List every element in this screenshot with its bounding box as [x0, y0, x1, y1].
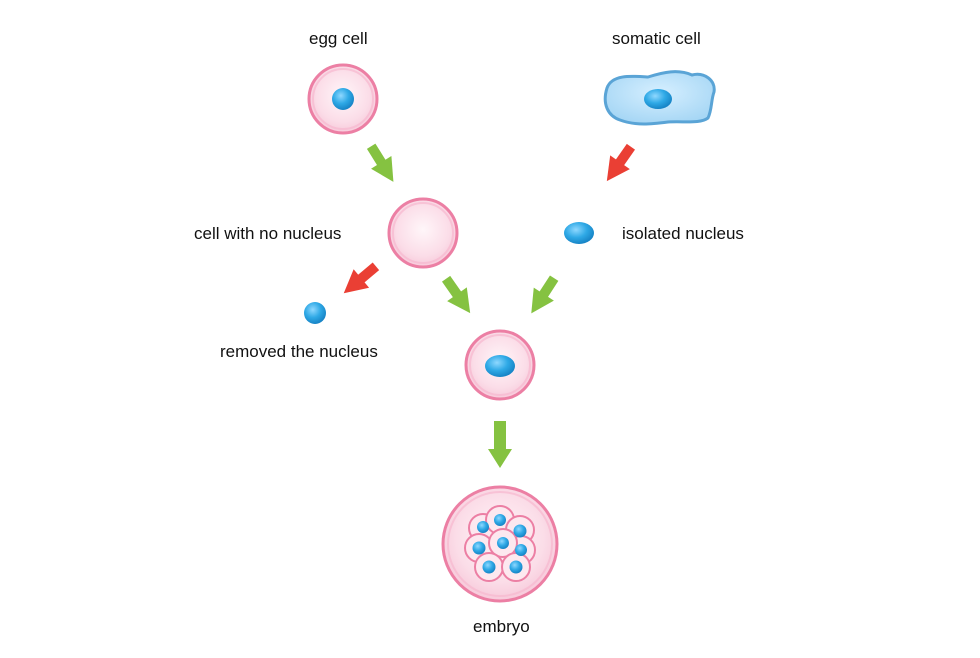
arrow-somatic-to-nucleus: [606, 143, 636, 182]
embryo-label: embryo: [473, 617, 530, 636]
removed-nucleus-label: removed the nucleus: [220, 342, 378, 361]
egg-cell-label: egg cell: [309, 29, 368, 48]
fused-cell: [464, 329, 536, 401]
somatic-cell: [603, 70, 716, 126]
arrow-egg-to-enucleated: [366, 143, 394, 182]
somatic-nucleus: [644, 89, 672, 109]
arrow-to-removed-nucleus: [343, 262, 380, 294]
egg-cell: [307, 63, 379, 135]
embryo-nuclei: [472, 514, 527, 574]
enucleated-cell: [387, 197, 459, 269]
isolated-nucleus-label: isolated nucleus: [622, 224, 744, 243]
cell-no-nucleus-label: cell with no nucleus: [194, 224, 342, 243]
isolated-nucleus: [564, 222, 594, 244]
somatic-cell-label: somatic cell: [612, 29, 701, 48]
fused-nucleus: [485, 355, 515, 377]
egg-nucleus: [332, 88, 354, 110]
arrow-fused-to-embryo: [488, 421, 512, 468]
removed-nucleus: [304, 302, 326, 324]
arrow-enucleated-to-fused: [441, 275, 471, 314]
embryo: [441, 485, 559, 603]
arrow-nucleus-to-fused: [531, 275, 559, 314]
